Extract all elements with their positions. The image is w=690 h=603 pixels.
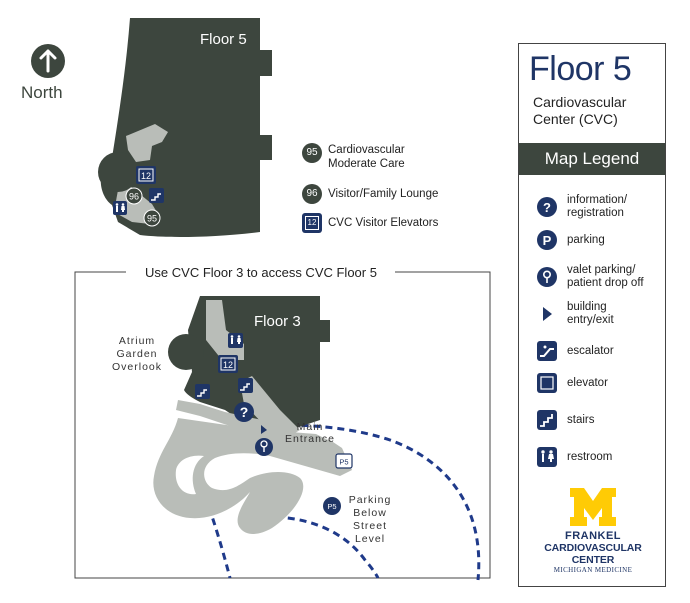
- valet-parking-icon: [537, 267, 557, 287]
- floor5-elevator-number: 12: [141, 171, 151, 181]
- floor5-corridor: [126, 124, 168, 162]
- room-95-label: 95: [147, 214, 157, 224]
- floor3-map-label: Floor 3: [254, 313, 301, 330]
- floor3-stairs-marker-left: [195, 384, 210, 399]
- legend-subtitle-line1: Cardiovascular: [533, 94, 627, 110]
- room-96-marker: 96: [125, 187, 143, 205]
- parking-icon: P: [537, 230, 557, 250]
- frankel-logo-text: FRANKEL CARDIOVASCULAR CENTER MICHIGAN M…: [523, 530, 663, 574]
- floor5-key-96-text: Visitor/Family Lounge: [328, 188, 439, 200]
- floor3-elevator-marker: 12: [218, 355, 238, 373]
- floor3-inset: Floor 3 12 ?: [74, 271, 491, 581]
- floor5-elevator-marker: 12: [136, 166, 156, 184]
- parking-label-line3: Street: [353, 520, 387, 532]
- legend-item-valet-text: valet parking/ patient drop off: [567, 264, 644, 290]
- legend-elevator-label: elevator: [567, 376, 608, 389]
- main-entrance-label-line1: Main: [297, 421, 324, 433]
- legend-stairs-label: stairs: [567, 413, 595, 426]
- floor5-key-elevators: 12 CVC Visitor Elevators: [302, 213, 438, 233]
- information-icon: ?: [537, 197, 557, 217]
- legend-entry-line2: entry/exit: [567, 314, 614, 326]
- floor5-restroom-marker: [113, 201, 127, 215]
- floor3-information-glyph: ?: [240, 404, 249, 420]
- legend-item-restroom: restroom: [537, 447, 612, 467]
- legend-valet-line1: valet parking/: [567, 264, 636, 276]
- legend-item-entry-text: building entry/exit: [567, 301, 614, 327]
- floor5-rotunda: [98, 152, 138, 192]
- legend-valet-line2: patient drop off: [567, 277, 644, 289]
- restroom-icon: [537, 447, 557, 467]
- atrium-label-line3: Overlook: [112, 361, 162, 373]
- floor3-information-marker: ?: [234, 402, 254, 422]
- legend-item-valet: valet parking/ patient drop off: [537, 264, 644, 290]
- floor3-parking-p5-sign: P5: [335, 453, 353, 469]
- elevator-badge-number: 12: [305, 216, 319, 230]
- room-95-badge: 95: [302, 143, 322, 163]
- inset-frame: [74, 271, 491, 579]
- legend-item-elevator: elevator: [537, 373, 608, 393]
- north-arrow-icon: [31, 44, 65, 78]
- floor5-key-95: 95 Cardiovascular Moderate Care: [302, 143, 405, 171]
- parking-label-line1: Parking: [349, 494, 392, 506]
- legend-item-stairs: stairs: [537, 410, 594, 430]
- room-96-badge: 96: [302, 184, 322, 204]
- floor3-parking-p5-sign-text: P5: [339, 458, 348, 467]
- floor3-atrium-rotunda: [168, 334, 204, 370]
- floor3-corridor-main: [240, 376, 300, 436]
- escalator-icon: [537, 341, 557, 361]
- legend-entry-line1: building: [567, 301, 607, 313]
- logo-line2: CARDIOVASCULAR CENTER: [544, 542, 642, 566]
- elevator-icon: [537, 373, 557, 393]
- atrium-label-line1: Atrium: [119, 335, 155, 347]
- floor3-restroom-marker: [228, 333, 243, 348]
- legend-parking-label: parking: [567, 233, 605, 246]
- floor3-stairs-marker-right: [238, 378, 253, 393]
- floor3-elevator-number: 12: [223, 360, 233, 370]
- floor3-driveway-island: [175, 455, 204, 495]
- legend-item-parking: P parking: [537, 230, 605, 250]
- parking-label-line4: Level: [355, 533, 385, 545]
- logo-line3: MICHIGAN MEDICINE: [553, 566, 633, 574]
- map-legend-panel: Floor 5 Cardiovascular Center (CVC) Map …: [518, 43, 666, 587]
- floor5-key-95-text: Cardiovascular Moderate Care: [328, 143, 405, 171]
- floor5-key-96: 96 Visitor/Family Lounge: [302, 184, 438, 204]
- logo-line1: FRANKEL: [564, 530, 622, 542]
- legend-subtitle: Cardiovascular Center (CVC): [533, 94, 663, 128]
- legend-information-line2: registration: [567, 207, 624, 219]
- parking-label-line2: Below: [353, 507, 387, 519]
- floor5-map: Floor 5 12 96 95: [98, 18, 273, 237]
- floor3-caption: Use CVC Floor 3 to access CVC Floor 5: [131, 265, 391, 280]
- stairs-icon: [537, 410, 557, 430]
- legend-escalator-label: escalator: [567, 344, 614, 357]
- legend-information-line1: information/: [567, 194, 628, 206]
- legend-restroom-label: restroom: [567, 450, 613, 463]
- floor3-parking-p5-marker-text: P5: [327, 502, 336, 511]
- floor3-entry-arrow: [261, 425, 267, 434]
- legend-subtitle-line2: Center (CVC): [533, 111, 618, 127]
- legend-heading: Map Legend: [519, 143, 665, 175]
- room-96-label: 96: [129, 192, 139, 202]
- michigan-block-m-logo: [570, 488, 616, 526]
- floor3-valet-marker: [255, 438, 273, 456]
- room-95-marker: 95: [143, 209, 161, 227]
- north-label: North: [21, 83, 63, 102]
- floor5-key-elevators-text: CVC Visitor Elevators: [328, 217, 439, 229]
- floor5-key-95-line2: Moderate Care: [328, 158, 405, 170]
- legend-title: Floor 5: [529, 50, 632, 88]
- floor5-stairs-marker: [149, 188, 164, 203]
- legend-item-entry: building entry/exit: [537, 301, 614, 327]
- floor5-key-95-line1: Cardiovascular: [328, 144, 405, 156]
- legend-item-escalator: escalator: [537, 341, 614, 361]
- legend-item-information: ? information/ registration: [537, 194, 627, 220]
- floor5-map-label: Floor 5: [200, 31, 247, 48]
- elevator-badge-icon: 12: [302, 213, 322, 233]
- floor3-parking-p5-marker: P5: [323, 497, 341, 515]
- legend-item-information-text: information/ registration: [567, 194, 627, 220]
- main-entrance-label-line2: Entrance: [285, 433, 335, 445]
- atrium-label-line2: Garden: [116, 348, 157, 360]
- building-entry-icon: [537, 304, 557, 324]
